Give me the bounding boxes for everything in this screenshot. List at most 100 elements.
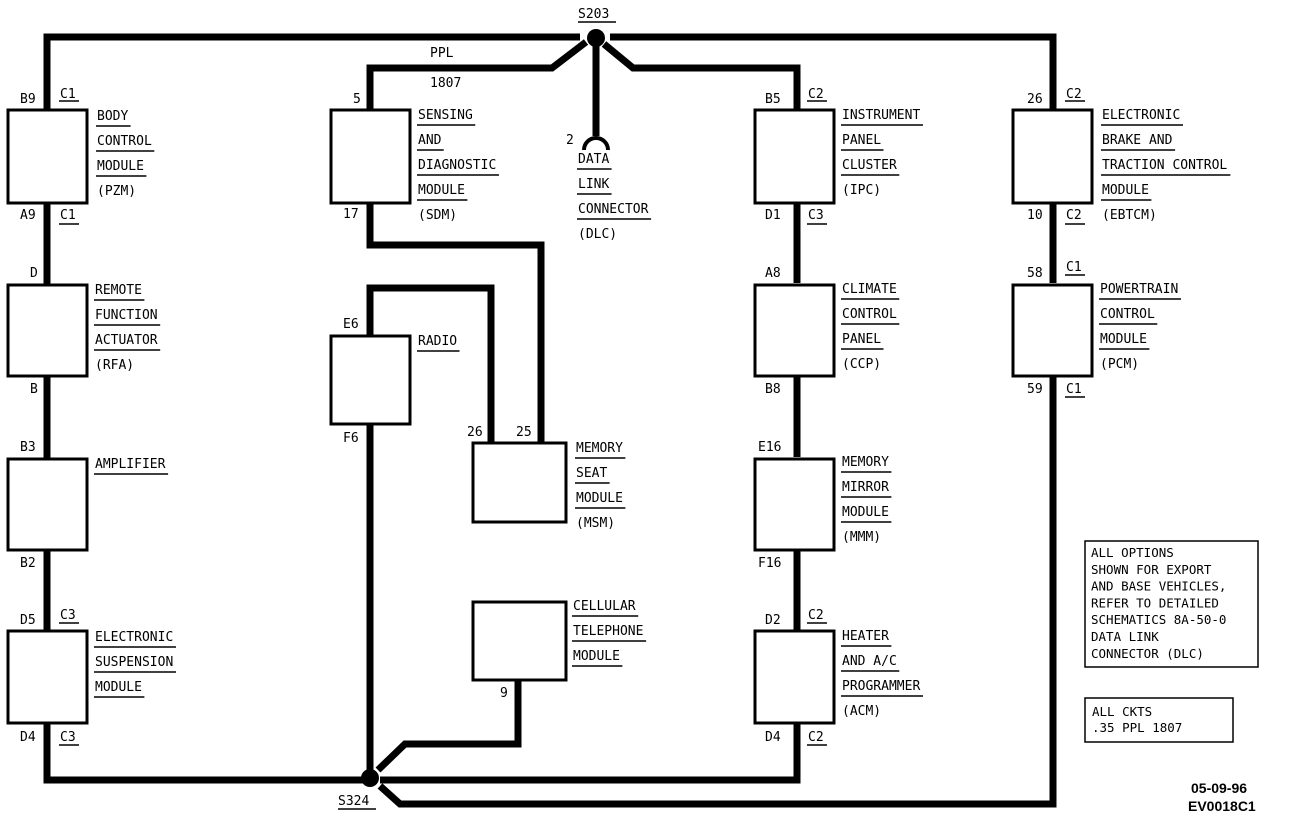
acm-pin-bot: D4	[765, 730, 781, 745]
ebtcm-pin-bot: 10	[1027, 208, 1043, 223]
pin-labels: B9 C1 A9 C1 D B B3 B2 D5 C3 D4 C3 5 17 E…	[20, 87, 1085, 746]
splice-s203-dot	[587, 29, 605, 47]
bcm-label-line: BODY	[97, 109, 128, 124]
mmm-label-line: (MMM)	[842, 530, 881, 545]
ckts-note: ALL CKTS.35 PPL 1807	[1092, 704, 1182, 735]
radio-pin-bot: F6	[343, 431, 359, 446]
sdm-label-line: DIAGNOSTIC	[418, 158, 496, 173]
phone-label-line: TELEPHONE	[573, 624, 643, 639]
splice-s324-dot	[361, 769, 379, 787]
amplifier-pin-top: B3	[20, 440, 36, 455]
module-labels: BODYCONTROLMODULE(PZM)REMOTEFUNCTIONACTU…	[94, 108, 1231, 719]
wire-sdm-msm	[366, 203, 545, 442]
splice-s324-label: S324	[338, 794, 369, 809]
phone-box	[471, 600, 568, 682]
mmm-pin-top: E16	[758, 440, 781, 455]
msm-label-line: SEAT	[576, 466, 607, 481]
rfa-box	[6, 283, 89, 378]
wire-circuit-label: 1807	[430, 76, 461, 91]
msm-label-line: MODULE	[576, 491, 623, 506]
radio-label-line: RADIO	[418, 334, 457, 349]
acm-conn-top: C2	[808, 608, 824, 623]
rfa-pin-top: D	[30, 266, 38, 281]
pcm-conn-top: C1	[1066, 260, 1082, 275]
bcm-label-line: CONTROL	[97, 134, 152, 149]
diagram-code: EV0018C1	[1188, 798, 1256, 814]
options-note-line: AND BASE VEHICLES,	[1091, 579, 1226, 594]
options-note-line: DATA LINK	[1091, 629, 1159, 644]
ebtcm-label-line: (EBTCM)	[1102, 208, 1157, 223]
sdm-box	[329, 108, 412, 205]
options-note-line: SCHEMATICS 8A-50-0	[1091, 612, 1226, 627]
wire-color-label: PPL	[430, 46, 454, 61]
sdm-label-line: (SDM)	[418, 208, 457, 223]
wire-right-top	[610, 33, 1057, 110]
amplifier-box	[6, 457, 89, 552]
mmm-label-line: MODULE	[842, 505, 889, 520]
mmm-label-line: MIRROR	[842, 480, 889, 495]
sdm-pin-bot: 17	[343, 207, 359, 222]
pcm-label-line: CONTROL	[1100, 307, 1155, 322]
ccp-pin-top: A8	[765, 266, 781, 281]
wires	[43, 33, 1057, 808]
esm-conn-bot: C3	[60, 730, 76, 745]
msm-box	[471, 441, 568, 524]
options-note-box	[1084, 540, 1259, 668]
options-note-line: ALL OPTIONS	[1091, 545, 1174, 560]
acm-label-line: (ACM)	[842, 704, 881, 719]
options-note: ALL OPTIONS SHOWN FOR EXPORT AND BASE VEHI…	[1091, 545, 1226, 661]
esm-box	[6, 629, 89, 725]
pcm-pin-bot: 59	[1027, 382, 1043, 397]
acm-box	[753, 629, 836, 725]
bcm-box	[6, 108, 89, 205]
ebtcm-conn-top: C2	[1066, 87, 1082, 102]
pcm-box	[1011, 283, 1094, 378]
ccp-box	[753, 283, 836, 378]
dlc-connector-icon	[582, 136, 610, 151]
sdm-pin-top: 5	[353, 92, 361, 107]
ckts-note-line: .35 PPL 1807	[1092, 720, 1182, 735]
ebtcm-label-line: MODULE	[1102, 183, 1149, 198]
pcm-label-line: MODULE	[1100, 332, 1147, 347]
wire-s203-ipc	[601, 41, 801, 110]
esm-pin-bot: D4	[20, 730, 36, 745]
msm-label-line: (MSM)	[576, 516, 615, 531]
mmm-box	[753, 457, 836, 552]
ipc-label-line: CLUSTER	[842, 158, 897, 173]
ccp-label-line: CLIMATE	[842, 282, 897, 297]
esm-pin-top: D5	[20, 613, 36, 628]
amp-label-line: AMPLIFIER	[95, 457, 166, 472]
bcm-pin-top: B9	[20, 92, 36, 107]
phone-label-line: MODULE	[573, 649, 620, 664]
ipc-box	[753, 108, 836, 205]
esm-label-line: MODULE	[95, 680, 142, 695]
dlc-label-line: LINK	[578, 177, 609, 192]
acm-label-line: PROGRAMMER	[842, 679, 920, 694]
ipc-label-line: PANEL	[842, 133, 881, 148]
phone-pin: 9	[500, 686, 508, 701]
ccp-label-line: PANEL	[842, 332, 881, 347]
wire-acm-s324	[380, 723, 801, 784]
ipc-label-line: INSTRUMENT	[842, 108, 920, 123]
rfa-label-line: ACTUATOR	[95, 333, 158, 348]
msm-label-line: MEMORY	[576, 441, 623, 456]
wire-s203-sdm	[366, 39, 589, 110]
ckts-note-box	[1084, 697, 1234, 743]
ipc-pin-bot: D1	[765, 208, 781, 223]
ebtcm-label-line: ELECTRONIC	[1102, 108, 1180, 123]
ipc-conn-top: C2	[808, 87, 824, 102]
pcm-pin-top: 58	[1027, 266, 1043, 281]
mmm-label-line: MEMORY	[842, 455, 889, 470]
rfa-label-line: REMOTE	[95, 283, 142, 298]
rfa-pin-bot: B	[30, 382, 38, 397]
dlc-pin: 2	[566, 133, 574, 148]
ebtcm-pin-top: 26	[1027, 92, 1043, 107]
ebtcm-label-line: BRAKE AND	[1102, 133, 1173, 148]
rfa-label-line: FUNCTION	[95, 308, 158, 323]
options-note-line: SHOWN FOR EXPORT	[1091, 562, 1212, 577]
radio-box	[329, 334, 412, 426]
options-note-line: CONNECTOR (DLC)	[1091, 646, 1204, 661]
dlc-label-line: DATA	[578, 152, 609, 167]
mmm-pin-bot: F16	[758, 556, 781, 571]
